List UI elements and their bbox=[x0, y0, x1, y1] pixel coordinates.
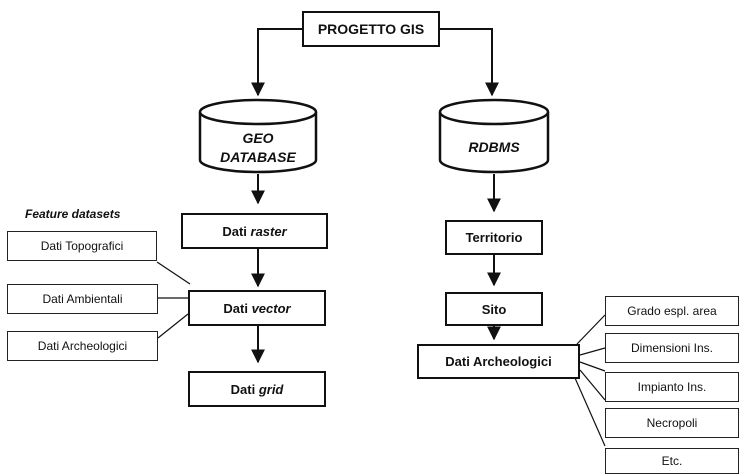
detail-etc-label: Etc. bbox=[661, 454, 683, 468]
geodatabase-label-line2: DATABASE bbox=[220, 149, 296, 165]
dati-archeologici-node: Dati Archeologici bbox=[417, 344, 580, 379]
geodatabase-label: GEO DATABASE bbox=[200, 128, 316, 168]
link-archeo-to-dimensioni bbox=[579, 347, 606, 356]
dati-grid-node: Dati grid bbox=[188, 371, 326, 407]
dati-vector-prefix: Dati bbox=[223, 300, 248, 316]
detail-grado-label: Grado espl. area bbox=[627, 304, 717, 318]
link-topografici-to-vector bbox=[156, 261, 191, 285]
geodatabase-label-line1: GEO bbox=[242, 130, 274, 146]
link-archeo-to-necropoli bbox=[579, 369, 606, 401]
dati-vector-node: Dati vector bbox=[188, 290, 326, 326]
detail-impianto-ins: Impianto Ins. bbox=[605, 372, 739, 402]
geodatabase-cylinder bbox=[198, 98, 318, 174]
territorio-label: Territorio bbox=[465, 230, 523, 245]
detail-necropoli-label: Necropoli bbox=[646, 416, 698, 430]
dati-raster-prefix: Dati bbox=[222, 223, 247, 239]
dataset-archeologici: Dati Archeologici bbox=[7, 331, 158, 361]
detail-grado-espl-area: Grado espl. area bbox=[605, 296, 739, 326]
dati-grid-italic: grid bbox=[258, 381, 284, 397]
dati-archeologici-label: Dati Archeologici bbox=[445, 354, 552, 369]
sito-node: Sito bbox=[445, 292, 543, 326]
arrow-root-to-rdbms bbox=[440, 28, 499, 97]
dataset-topografici-label: Dati Topografici bbox=[40, 239, 124, 253]
link-archeo-to-etc bbox=[574, 377, 606, 447]
rdbms-label-text: RDBMS bbox=[468, 138, 520, 155]
territorio-node: Territorio bbox=[445, 220, 543, 255]
dati-grid-prefix: Dati bbox=[230, 381, 256, 397]
link-archeo-to-grado bbox=[576, 314, 606, 345]
root-label: PROGETTO GIS bbox=[317, 21, 425, 37]
feature-datasets-label: Feature datasets bbox=[25, 207, 121, 221]
rdbms-label: RDBMS bbox=[440, 132, 548, 162]
dataset-topografici: Dati Topografici bbox=[7, 231, 157, 261]
link-archeo-to-impianto bbox=[579, 361, 606, 372]
dataset-ambientali-label: Dati Ambientali bbox=[42, 292, 123, 306]
dati-raster-node: Dati raster bbox=[181, 213, 328, 249]
detail-dimensioni-label: Dimensioni Ins. bbox=[630, 341, 714, 355]
dataset-ambientali: Dati Ambientali bbox=[7, 284, 158, 314]
detail-impianto-label: Impianto Ins. bbox=[637, 380, 707, 394]
rdbms-cylinder bbox=[438, 98, 550, 174]
link-archeologici-to-vector bbox=[157, 313, 189, 339]
detail-etc: Etc. bbox=[605, 448, 739, 474]
arrow-root-to-geodatabase bbox=[251, 28, 302, 97]
dataset-archeologici-label: Dati Archeologici bbox=[37, 339, 128, 353]
dati-vector-italic: vector bbox=[251, 300, 291, 316]
root-node: PROGETTO GIS bbox=[302, 11, 440, 47]
dati-raster-italic: raster bbox=[250, 223, 287, 239]
detail-necropoli: Necropoli bbox=[605, 408, 739, 438]
detail-dimensioni-ins: Dimensioni Ins. bbox=[605, 333, 739, 363]
sito-label: Sito bbox=[481, 301, 507, 317]
